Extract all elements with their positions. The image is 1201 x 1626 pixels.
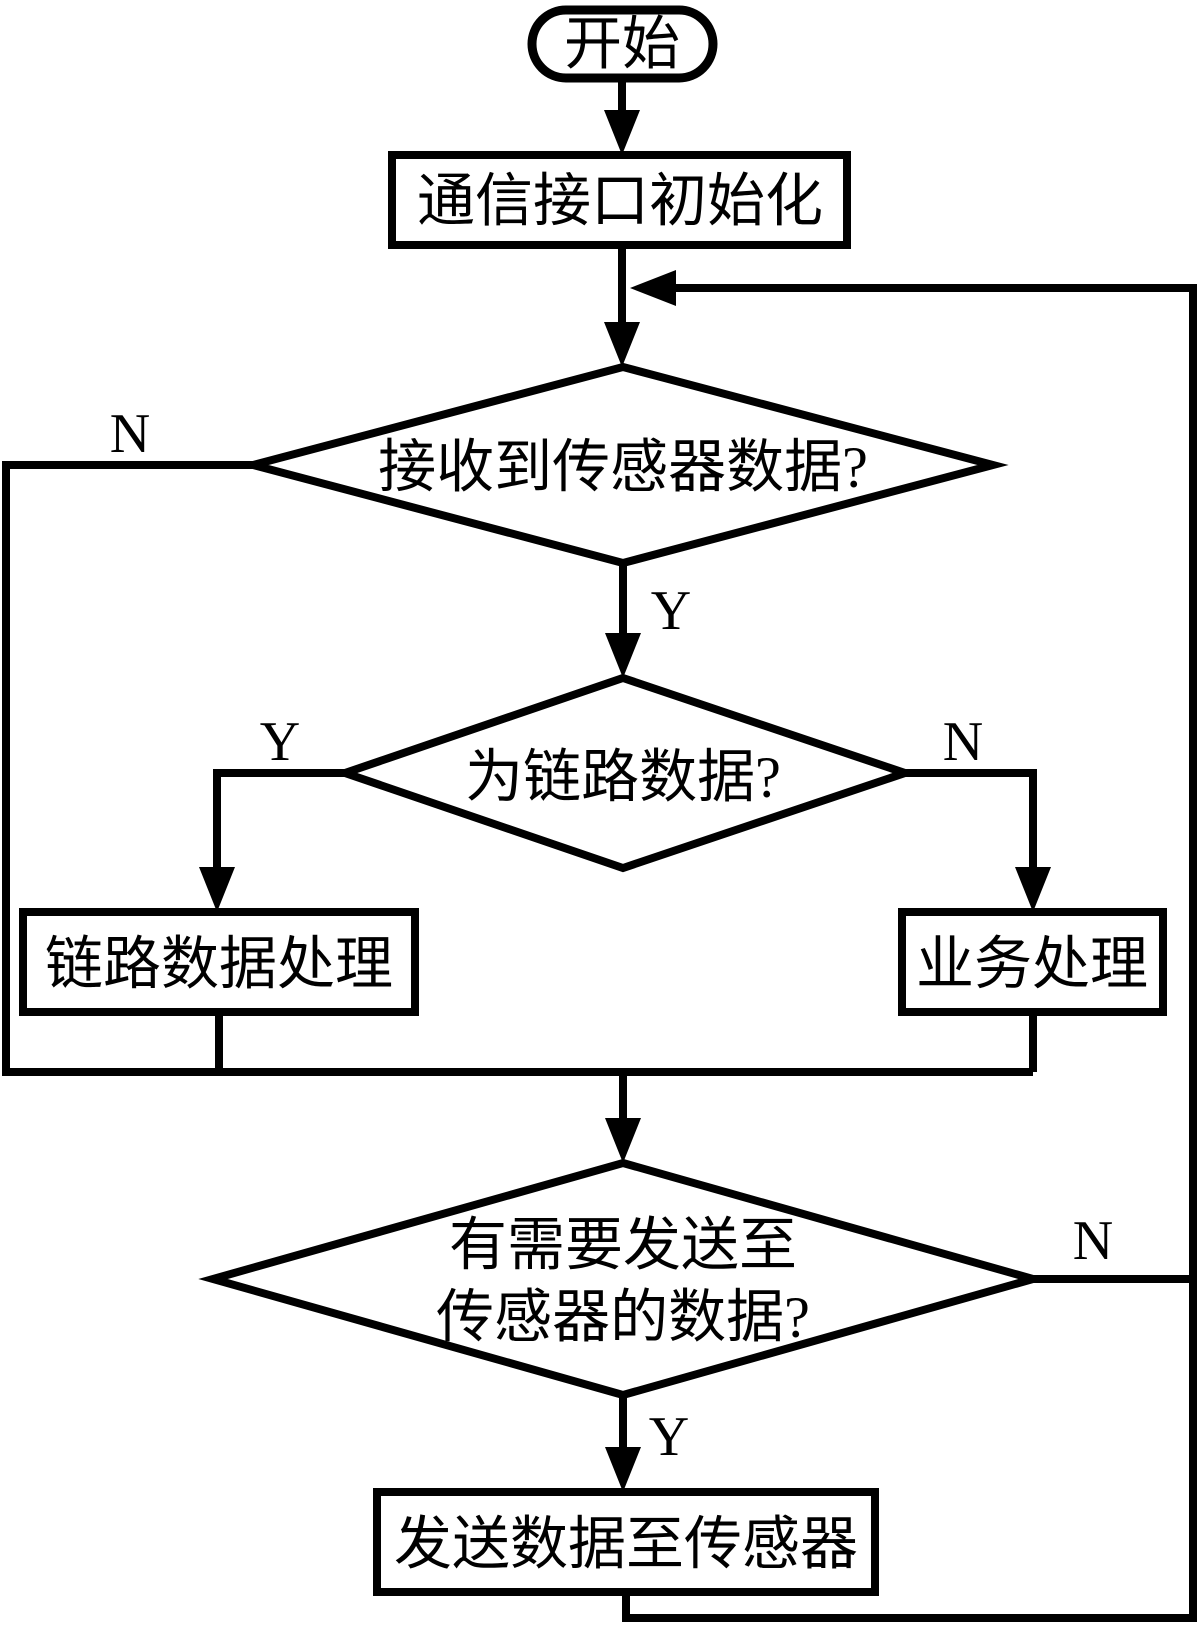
- node-start-label: 开始: [564, 12, 680, 77]
- arrowhead-link-yes: [199, 867, 235, 912]
- arrowhead-link-no: [1015, 867, 1051, 912]
- edge-recv-no-merge: [2, 461, 1033, 1076]
- node-send-process-label: 发送数据至传感器: [394, 1512, 858, 1577]
- node-link-decision: [332, 673, 918, 873]
- node-send-decision-label-line1: 有需要发送至: [449, 1213, 797, 1278]
- branch-label-link-no: N: [943, 711, 983, 773]
- branch-label-send-yes: Y: [649, 1406, 689, 1468]
- arrowhead-loop-back: [630, 270, 676, 306]
- branch-label-link-yes: Y: [260, 711, 300, 773]
- node-start: [527, 5, 718, 83]
- branch-label-recv-yes: Y: [651, 580, 691, 642]
- node-init: [388, 151, 851, 249]
- node-init-label: 通信接口初始化: [417, 169, 823, 234]
- node-send-process: [373, 1488, 879, 1596]
- edge-link-no: [905, 769, 1037, 867]
- node-link-process-label: 链路数据处理: [45, 932, 393, 997]
- arrowhead-merge-send-decision: [605, 1118, 641, 1163]
- node-business-process-label: 业务处理: [916, 932, 1148, 997]
- arrowhead-recv-yes: [605, 633, 641, 678]
- node-send-decision: [198, 1158, 1048, 1400]
- node-link-process: [19, 908, 419, 1016]
- arrowhead-init-recv: [604, 322, 640, 367]
- edge-loop-back: [622, 284, 1197, 1622]
- node-recv-decision-label: 接收到传感器数据?: [378, 435, 868, 500]
- arrowhead-start-init: [604, 110, 640, 155]
- node-business-process: [898, 908, 1167, 1016]
- node-recv-decision: [237, 362, 1009, 568]
- node-link-decision-label: 为链路数据?: [465, 745, 781, 810]
- arrowhead-send-yes: [605, 1447, 641, 1492]
- node-send-decision-label-line2: 传感器的数据?: [436, 1285, 810, 1350]
- edge-link-yes: [213, 769, 345, 867]
- branch-label-recv-no: N: [110, 403, 150, 465]
- branch-label-send-no: N: [1073, 1210, 1113, 1272]
